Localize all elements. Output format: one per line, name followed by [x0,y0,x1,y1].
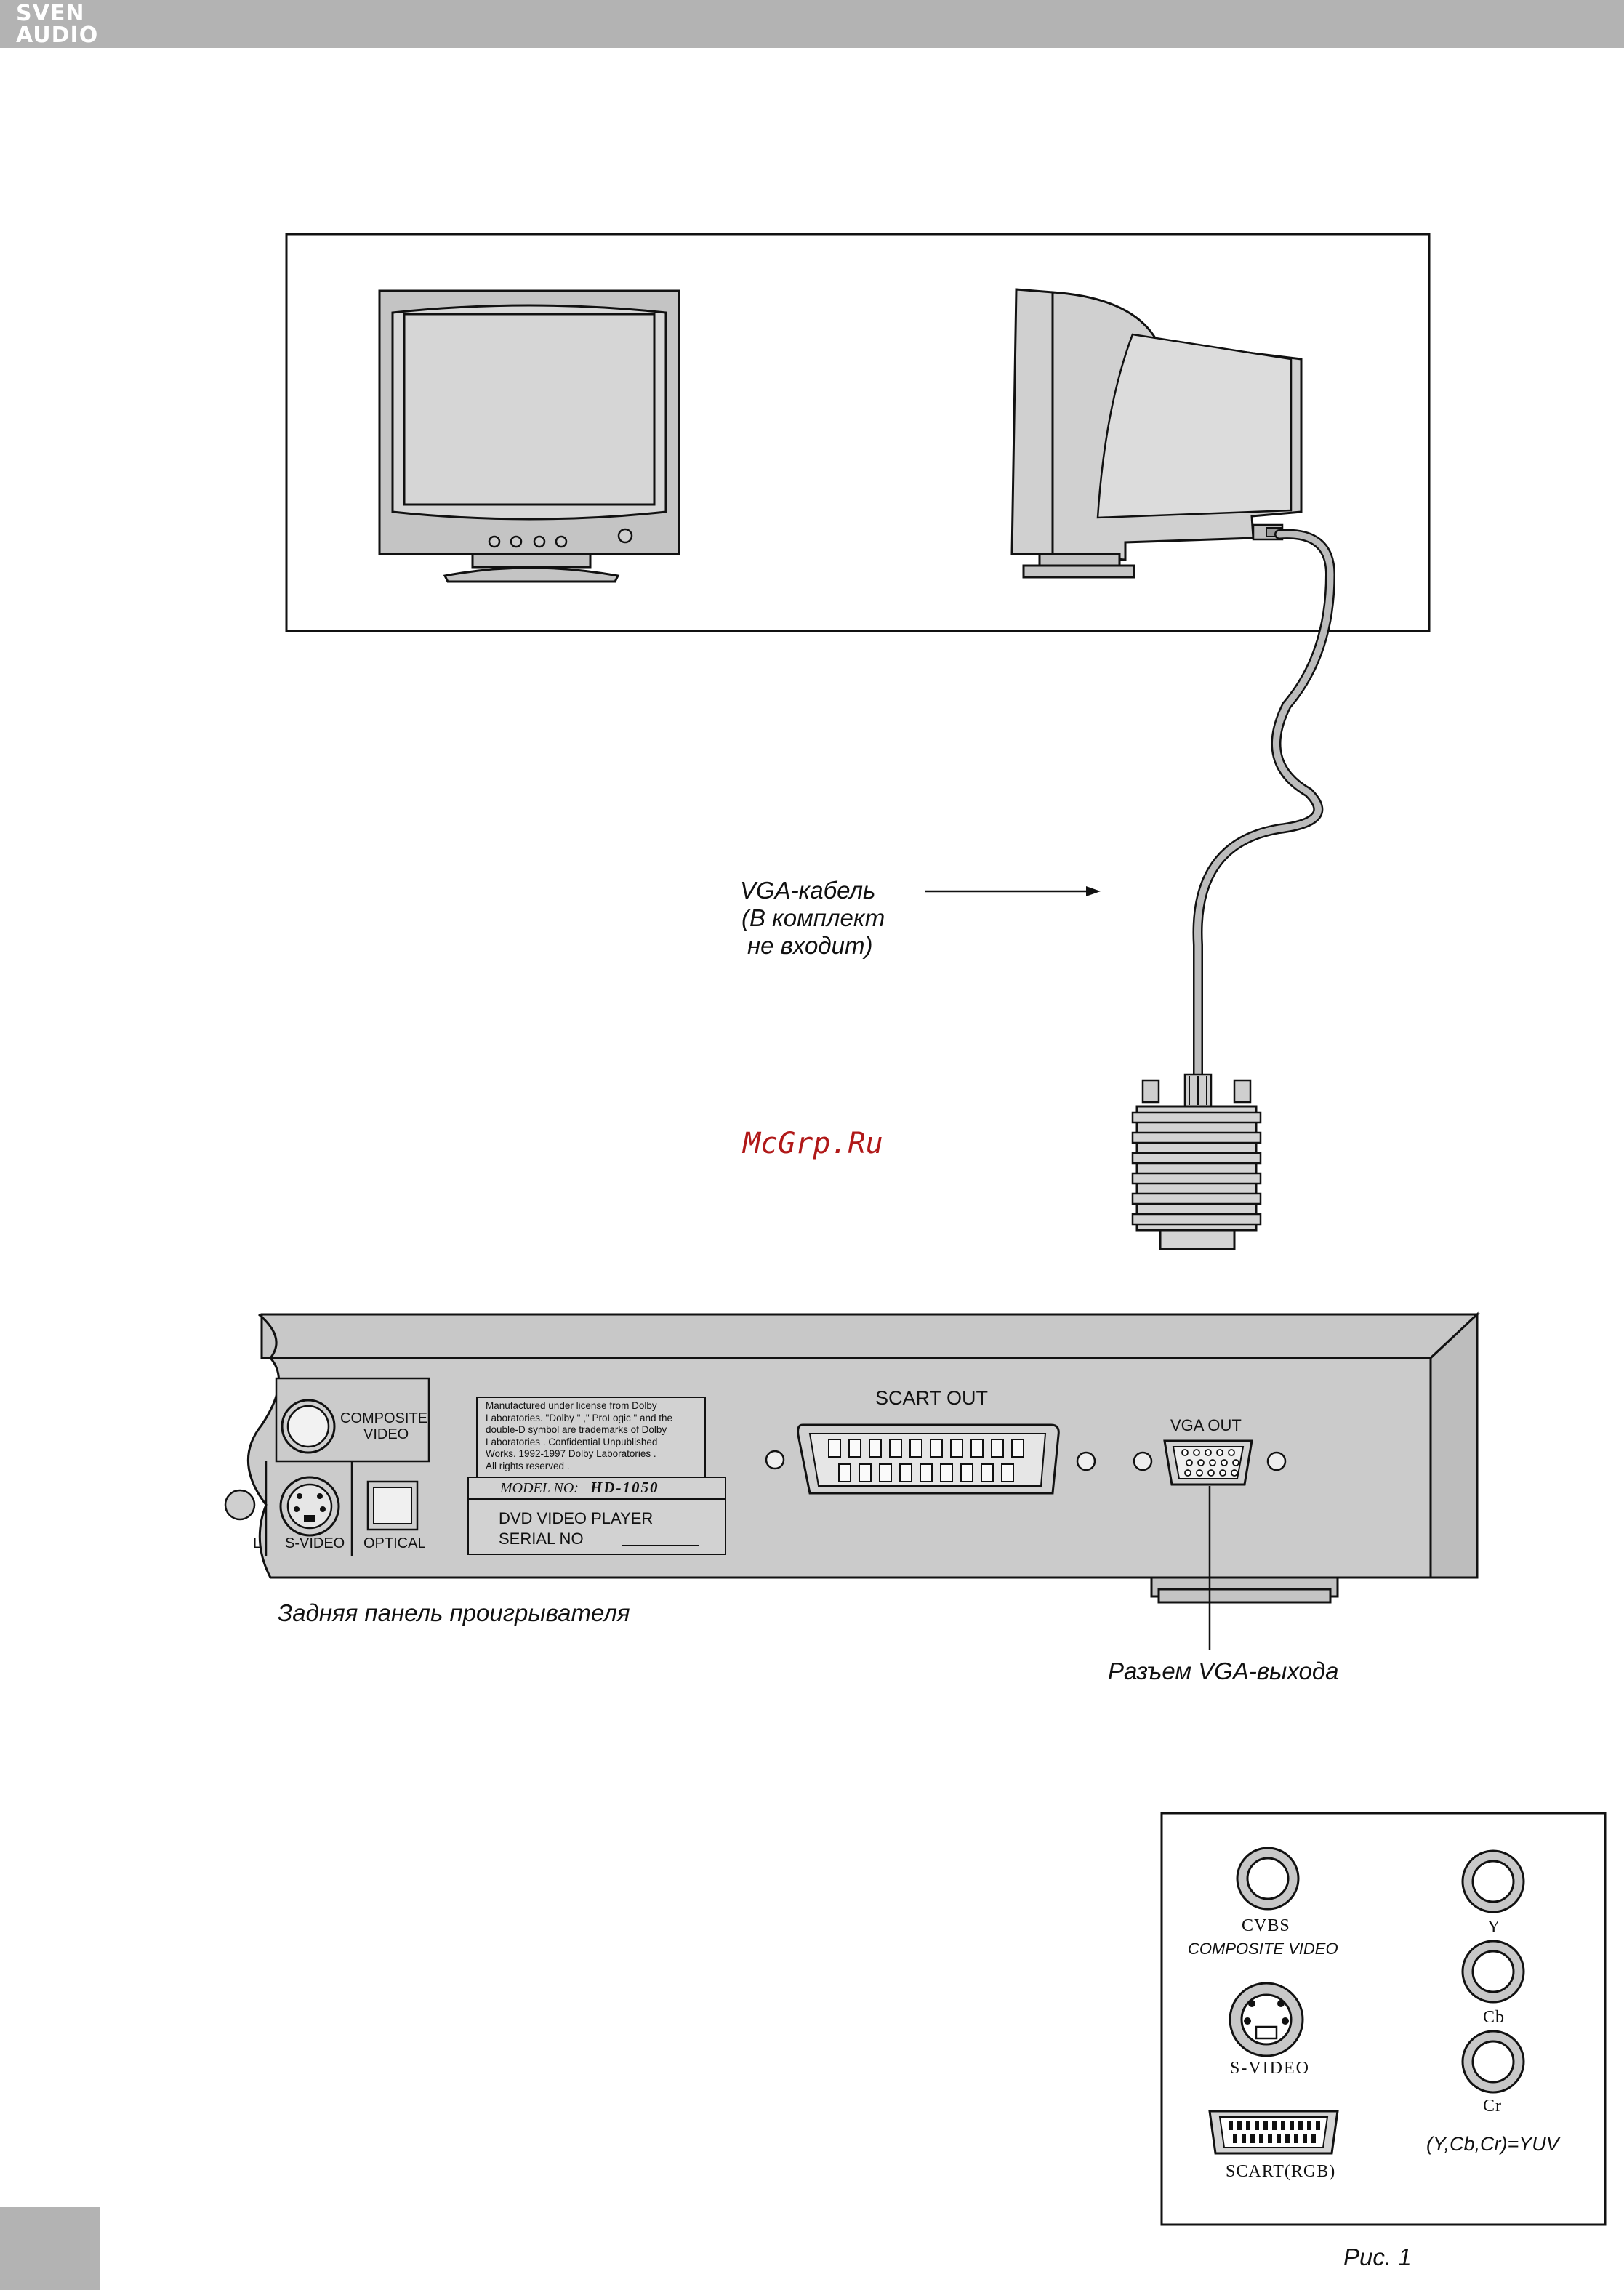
legend-yuv: (Y,Cb,Cr)=YUV [1426,2133,1559,2155]
vga-plug-illustration [1131,1073,1262,1250]
serial-label: SERIAL NO [499,1530,584,1548]
svideo-port-label: S-VIDEO [285,1535,345,1551]
legend-cb: Cb [1483,2008,1506,2027]
legend-scart: SCART(RGB) [1226,2162,1336,2181]
header-bar [0,0,1624,48]
vga-out-label: VGA OUT [1170,1416,1242,1434]
cable-label-line1: VGA-кабель [740,877,876,904]
legend-y: Y [1487,1918,1500,1937]
dvd-player-rear-panel [224,1311,1480,1650]
license-line: Laboratories . Confidential Unpublished [486,1436,658,1447]
license-line: Works. 1992-1997 Dolby Laboratories . [486,1448,656,1459]
legend-cvbs: CVBS [1242,1916,1290,1935]
legend-cr: Cr [1483,2097,1502,2116]
cable-label-line2: (В комплект [741,904,885,931]
crt-monitor-illustration [1010,288,1303,579]
lcd-monitor-illustration [378,289,680,583]
partial-label: L [253,1535,262,1551]
connectors-legend [1160,1812,1607,2226]
optical-port-label: OPTICAL [363,1535,426,1551]
composite-label-l2: VIDEO [363,1426,409,1442]
legend-svideo: S-VIDEO [1230,2059,1310,2078]
license-line: Laboratories. "Dolby " ," ProLogic " and… [486,1412,673,1423]
vga-out-connector-caption: Разъем VGA-выхода [1108,1658,1339,1684]
watermark: McGrp.Ru [743,1127,883,1160]
brand-logo-line2: AUDIO [16,23,99,48]
model-prefix: MODEL NO: [500,1480,579,1496]
license-line: double-D symbol are trademarks of Dolby [486,1424,667,1435]
composite-label-l1: COMPOSITE [340,1410,428,1426]
scart-out-label: SCART OUT [875,1387,989,1409]
license-line: Manufactured under license from Dolby [486,1400,657,1411]
page-number-tab [0,2207,100,2290]
figure-caption: Рис. 1 [1343,2243,1412,2270]
cable-label-line3: не входит) [747,932,873,959]
license-text: Manufactured under license from Dolby La… [486,1400,704,1472]
license-line: All rights reserved . [486,1460,570,1471]
rear-panel-caption: Задняя панель проигрывателя [278,1599,630,1626]
brand-logo-line1: SVEN [16,1,85,26]
product-name: DVD VIDEO PLAYER [499,1509,654,1527]
legend-composite-video: COMPOSITE VIDEO [1188,1940,1338,1958]
model-number: HD-1050 [590,1479,659,1496]
